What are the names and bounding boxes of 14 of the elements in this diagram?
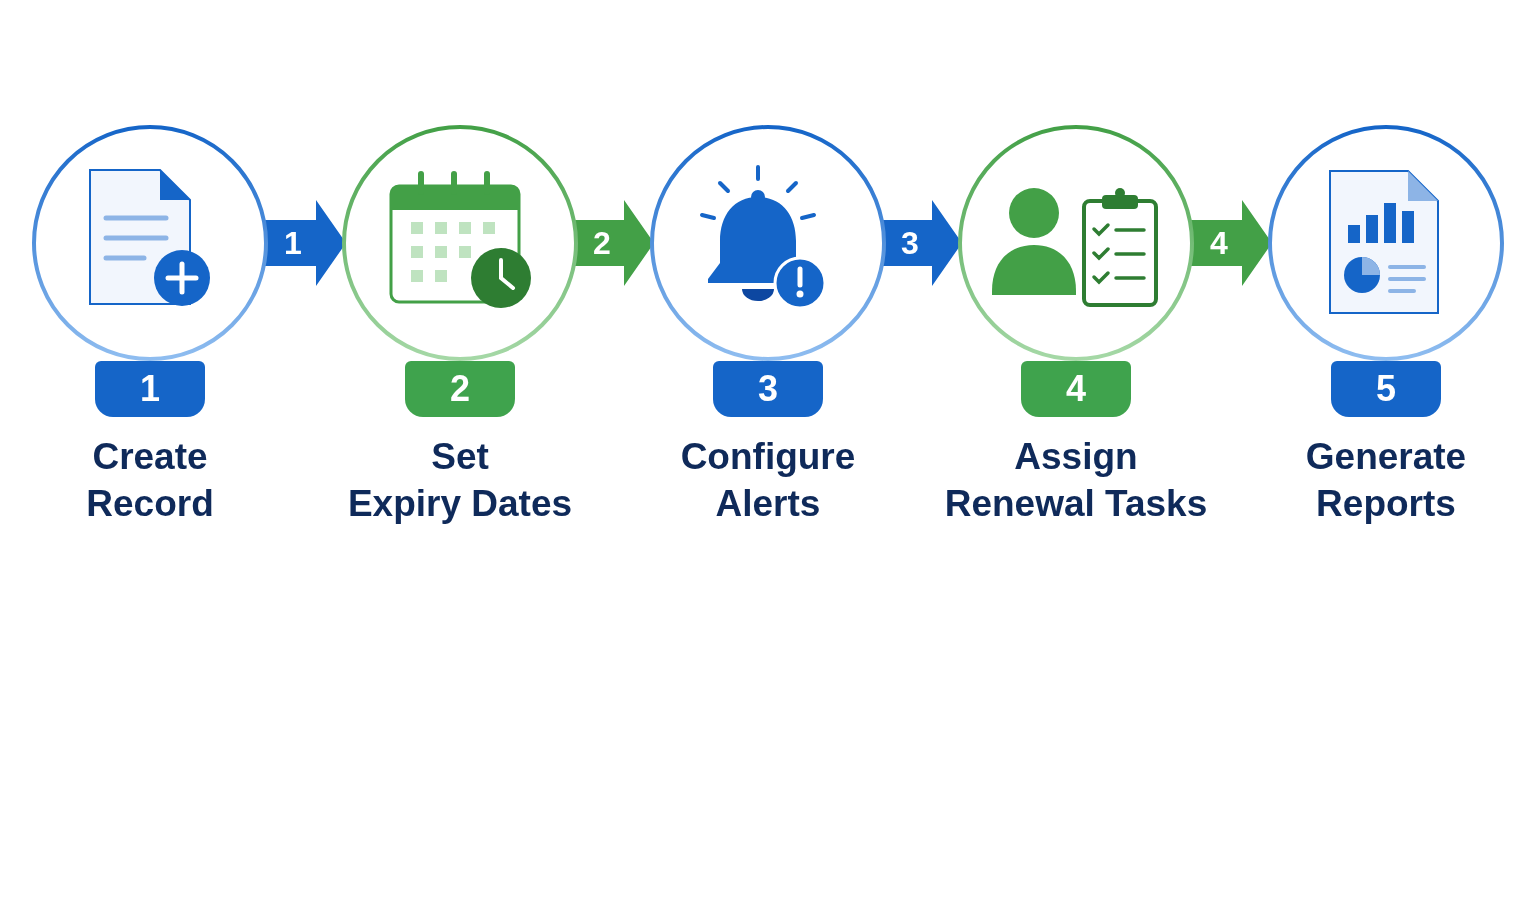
step-title: Generate Reports [1304, 435, 1468, 526]
edge-label: 2 [593, 226, 611, 260]
edge-label: 1 [284, 226, 302, 260]
step-number-badge: 1 [95, 361, 205, 417]
step-number-badge: 2 [405, 361, 515, 417]
step-title: Create Record [85, 435, 215, 526]
edge-label: 4 [1210, 226, 1228, 260]
step-title: Configure Alerts [679, 435, 857, 526]
step-title: Set Expiry Dates [346, 435, 574, 526]
step-title: Assign Renewal Tasks [943, 435, 1209, 526]
edge-label: 3 [901, 226, 919, 260]
step-number-badge: 3 [713, 361, 823, 417]
step-number-badge: 4 [1021, 361, 1131, 417]
step-number-badge: 5 [1331, 361, 1441, 417]
